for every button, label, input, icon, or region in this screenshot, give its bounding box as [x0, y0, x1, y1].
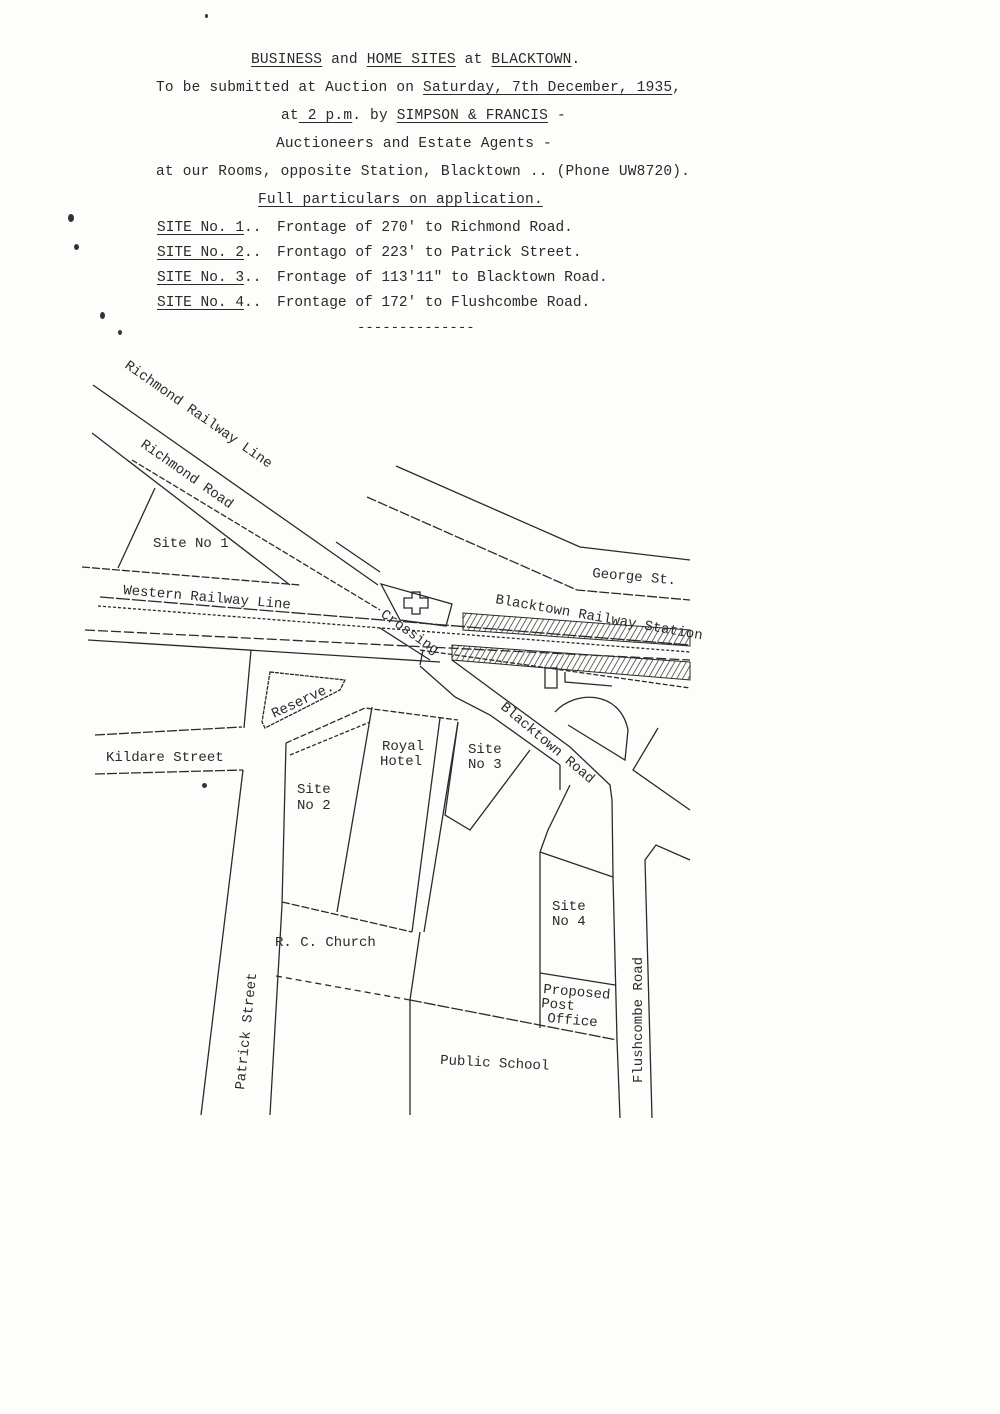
auction-date: Saturday, 7th December, 1935: [423, 80, 673, 96]
ink-stain: [74, 244, 79, 250]
site-frontage: Frontage of 270' to Richmond Road.: [277, 220, 573, 236]
label-site3: Site: [468, 742, 502, 758]
label-western-railway: Western Railway Line: [123, 583, 292, 614]
label-site4-2: No 4: [552, 914, 586, 930]
site-frontage: Frontago of 223' to Patrick Street.: [277, 245, 582, 261]
station-platform-lower: [451, 644, 691, 681]
station-platform-upper: [462, 612, 691, 647]
time-prefix: at: [281, 108, 299, 124]
label-reserve: Reserve.: [269, 680, 337, 723]
church-school-blocks: [275, 901, 618, 1115]
patrick-street-east: [269, 742, 287, 1116]
george-street: [335, 465, 691, 601]
title-home-sites: HOME SITES: [366, 52, 456, 68]
agent-name: SIMPSON & FRANCIS: [396, 108, 549, 124]
label-site3-2: No 3: [468, 757, 502, 773]
site-label: SITE No. 4: [157, 295, 245, 311]
particulars-line: Full particulars on application.: [258, 192, 543, 208]
document-title: BUSINESS and HOME SITES at BLACKTOWN.: [251, 52, 580, 68]
site-frontage: Frontage of 113'11" to Blacktown Road.: [277, 270, 608, 286]
title-period: .: [571, 52, 581, 68]
label-kildare-street: Kildare Street: [106, 750, 224, 766]
label-proposed-post-office: Proposed: [543, 982, 611, 1004]
label-richmond-railway: Richmond Railway Line: [121, 358, 275, 472]
site-label: SITE No. 3: [157, 270, 245, 286]
divider: --------------: [357, 320, 475, 336]
auction-date-line: To be submitted at Auction on Saturday, …: [156, 80, 681, 96]
label-patrick-street: Patrick Street: [233, 972, 261, 1091]
reserve-plot: [261, 671, 347, 729]
auction-time-line: at 2 p.m. by SIMPSON & FRANCIS -: [281, 108, 566, 124]
address-phone-line: at our Rooms, opposite Station, Blacktow…: [156, 164, 691, 180]
site-row: SITE No. 1.. Frontage of 270' to Richmon…: [157, 220, 608, 245]
site-frontage: Frontage of 172' to Flushcombe Road.: [277, 295, 591, 311]
ink-stain: [205, 14, 208, 18]
site-row: SITE No. 4.. Frontage of 172' to Flushco…: [157, 295, 608, 320]
flushcombe-road-east: [644, 844, 691, 1119]
title-and: and: [331, 52, 358, 68]
agent-description: Auctioneers and Estate Agents -: [276, 136, 552, 152]
title-blacktown: BLACKTOWN: [491, 52, 572, 68]
site-sep: ..: [244, 295, 262, 311]
label-royal-hotel-2: Hotel: [380, 754, 422, 770]
label-george-st: George St.: [592, 566, 677, 589]
site-sep: ..: [244, 245, 262, 261]
ink-stain: [100, 312, 105, 319]
map-labels: Richmond Railway Line Richmond Road Site…: [106, 358, 704, 1091]
label-site4: Site: [552, 899, 586, 915]
ink-stain: [68, 214, 74, 222]
label-post-office-3: Office: [547, 1011, 599, 1031]
central-blocks: [285, 706, 571, 933]
title-business: BUSINESS: [251, 52, 323, 68]
label-site2-2: No 2: [297, 798, 331, 814]
sites-list: SITE No. 1.. Frontage of 270' to Richmon…: [157, 220, 608, 320]
site-sep: ..: [244, 220, 262, 236]
label-flushcombe-road: Flushcombe Road: [631, 957, 647, 1083]
auction-prefix: To be submitted at Auction on: [156, 80, 424, 96]
ink-stain: [202, 783, 207, 788]
label-post-office-2: Post: [541, 996, 576, 1015]
site-sep: ..: [244, 270, 262, 286]
kildare-street: [94, 649, 252, 775]
auction-time: 2 p.m: [298, 108, 353, 124]
title-at: at: [464, 52, 483, 68]
time-suffix: -: [548, 108, 566, 124]
station-buildings: [379, 582, 613, 689]
label-site1: Site No 1: [153, 536, 229, 552]
site4-block: [539, 851, 616, 1028]
ink-stain: [118, 330, 122, 335]
flushcombe-road-west: [611, 799, 621, 1119]
site-label: SITE No. 2: [157, 245, 245, 261]
label-rc-church: R. C. Church: [275, 935, 376, 951]
label-royal-hotel: Royal: [382, 739, 424, 755]
richmond-roads: [81, 384, 381, 611]
time-mid: . by: [352, 108, 397, 124]
site-label: SITE No. 1: [157, 220, 245, 236]
patrick-street-west: [200, 769, 244, 1116]
blacktown-road: [419, 659, 691, 811]
site-row: SITE No. 3.. Frontage of 113'11" to Blac…: [157, 270, 608, 295]
auction-date-suffix: ,: [672, 80, 682, 96]
label-public-school: Public School: [440, 1053, 550, 1075]
label-site2: Site: [297, 782, 331, 798]
site-row: SITE No. 2.. Frontago of 223' to Patrick…: [157, 245, 608, 270]
